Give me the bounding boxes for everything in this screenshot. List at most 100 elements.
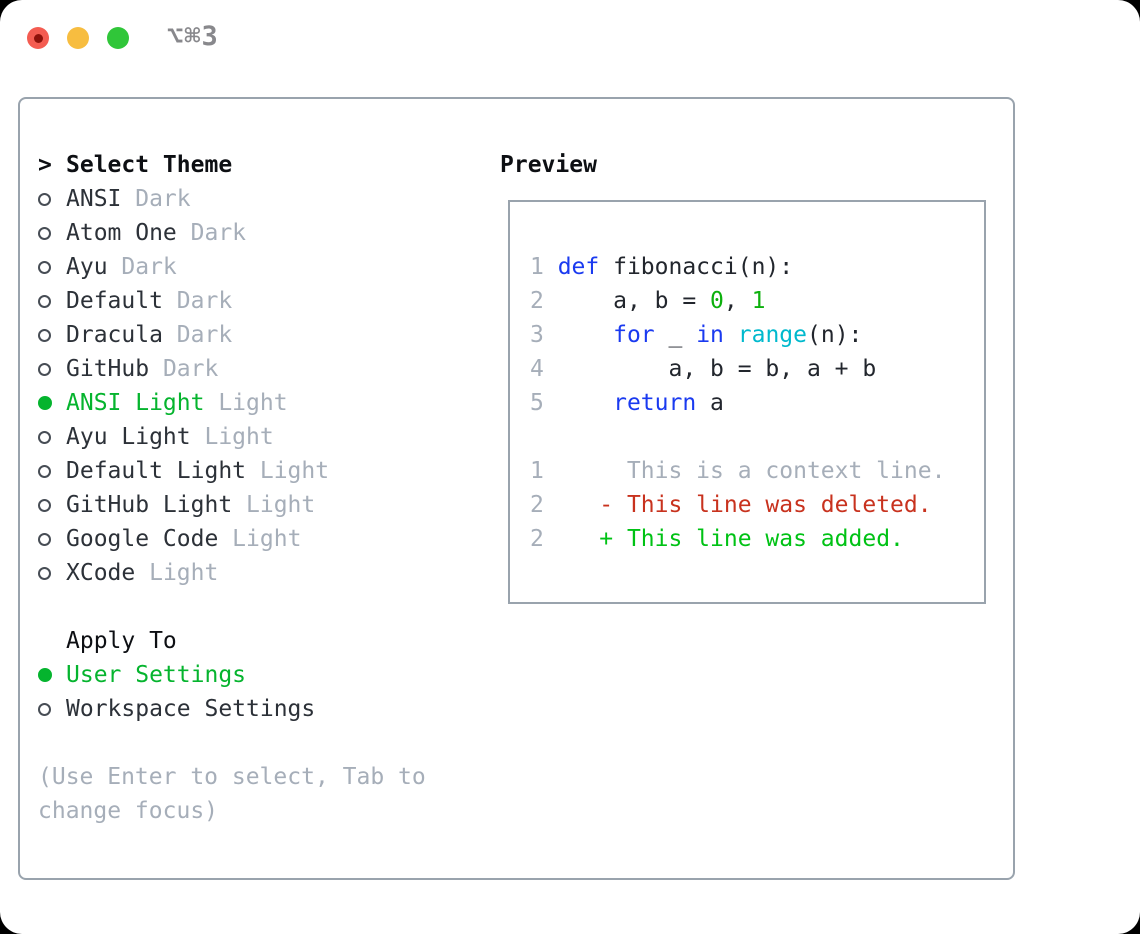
close-button[interactable] [27, 27, 49, 49]
radio-icon [38, 192, 66, 206]
radio-unselected-icon [38, 464, 51, 478]
code-segment: return [613, 390, 697, 416]
theme-name: XCode [66, 560, 136, 586]
code-segment [558, 390, 613, 416]
hint-line: change focus) [38, 798, 219, 824]
theme-option-ansi-light[interactable]: ANSI Light Light [38, 386, 329, 420]
theme-name: Ayu Light [66, 424, 191, 450]
code-line: 1 def fibonacci(n): [530, 250, 945, 284]
code-line: 4 a, b = b, a + b [530, 352, 945, 386]
theme-name: Ayu [66, 254, 108, 280]
radio-icon [38, 294, 66, 308]
zoom-button[interactable] [107, 27, 129, 49]
traffic-lights [27, 27, 129, 49]
theme-option-default[interactable]: Default Dark [38, 284, 329, 318]
code-line: 2 - This line was deleted. [530, 488, 945, 522]
theme-name: ANSI Light [66, 390, 205, 416]
radio-unselected-icon [38, 294, 51, 308]
window-title: ⌥⌘3 [167, 21, 219, 52]
theme-name: Dracula [66, 322, 163, 348]
radio-unselected-icon [38, 566, 51, 580]
code-segment: a [696, 390, 724, 416]
theme-variant: Light [204, 390, 288, 416]
radio-icon [38, 430, 66, 444]
radio-unselected-icon [38, 430, 51, 444]
theme-option-github[interactable]: GitHub Dark [38, 352, 329, 386]
code-segment: fibonacci(n): [599, 254, 794, 280]
code-segment: , [723, 288, 752, 314]
code-line: 5 return a [530, 386, 945, 420]
theme-option-google-code[interactable]: Google Code Light [38, 522, 329, 556]
code-line: 3 for _ in range(n): [530, 318, 945, 352]
radio-icon [38, 566, 66, 580]
theme-variant: Dark [107, 254, 177, 280]
radio-unselected-icon [38, 260, 51, 274]
code-segment: 1 [751, 288, 766, 314]
theme-name: Default [66, 288, 163, 314]
code-segment [724, 322, 738, 348]
theme-variant: Dark [121, 186, 191, 212]
theme-variant: Dark [176, 220, 247, 246]
code-segment: 2 [530, 492, 600, 518]
theme-name: GitHub [66, 356, 150, 382]
code-segment: a, b = b, a + b [557, 356, 877, 382]
select-theme-header: > Select Theme [38, 148, 329, 182]
theme-variant: Light [232, 492, 316, 518]
radio-unselected-icon [38, 328, 51, 342]
theme-variant: Dark [162, 322, 233, 348]
radio-unselected-icon [38, 532, 51, 546]
apply-option-user-settings[interactable]: User Settings [38, 658, 315, 692]
theme-option-ayu-light[interactable]: Ayu Light Light [38, 420, 329, 454]
apply-to-label: Apply To [66, 628, 177, 654]
code-segment: 1 [530, 254, 558, 280]
theme-variant: Light [246, 458, 330, 484]
code-segment: 0 [710, 288, 724, 314]
theme-name: Default Light [66, 458, 247, 484]
code-line: 2 + This line was added. [530, 522, 945, 556]
radio-icon [38, 328, 66, 342]
radio-icon [38, 260, 66, 274]
code-line: 2 a, b = 0, 1 [530, 284, 945, 318]
theme-option-github-light[interactable]: GitHub Light Light [38, 488, 329, 522]
theme-option-dracula[interactable]: Dracula Dark [38, 318, 329, 352]
apply-option-label: User Settings [66, 662, 247, 688]
theme-name: Atom One [66, 220, 177, 246]
theme-option-atom-one[interactable]: Atom One Dark [38, 216, 329, 250]
radio-unselected-icon [38, 498, 51, 512]
theme-name: Google Code [66, 526, 219, 552]
theme-option-ansi[interactable]: ANSI Dark [38, 182, 329, 216]
preview-header: Preview [500, 152, 597, 178]
code-segment: - This line was deleted. [599, 492, 932, 518]
code-segment: 1 This is a context line. [530, 458, 946, 484]
code-segment: 3 [530, 322, 558, 348]
radio-icon [38, 532, 66, 546]
radio-unselected-icon [38, 226, 51, 240]
theme-option-default-light[interactable]: Default Light Light [38, 454, 329, 488]
theme-option-ayu[interactable]: Ayu Dark [38, 250, 329, 284]
radio-icon [38, 396, 66, 410]
code-segment: for [613, 322, 655, 348]
theme-name: GitHub Light [66, 492, 233, 518]
radio-icon [38, 702, 66, 716]
theme-variant: Dark [149, 356, 219, 382]
record-dot-icon [33, 33, 43, 43]
radio-unselected-icon [38, 192, 51, 206]
code-segment: 5 [530, 390, 558, 416]
code-segment: a, b = [557, 288, 711, 314]
code-segment: range [737, 322, 807, 348]
code-segment: + This line was added. [599, 526, 904, 552]
theme-option-xcode[interactable]: XCode Light [38, 556, 329, 590]
radio-icon [38, 464, 66, 478]
theme-variant: Light [218, 526, 302, 552]
code-segment: def [557, 254, 600, 280]
minimize-button[interactable] [67, 27, 89, 49]
radio-unselected-icon [38, 362, 51, 376]
apply-option-workspace-settings[interactable]: Workspace Settings [38, 692, 315, 726]
code-segment: (n): [807, 322, 863, 348]
